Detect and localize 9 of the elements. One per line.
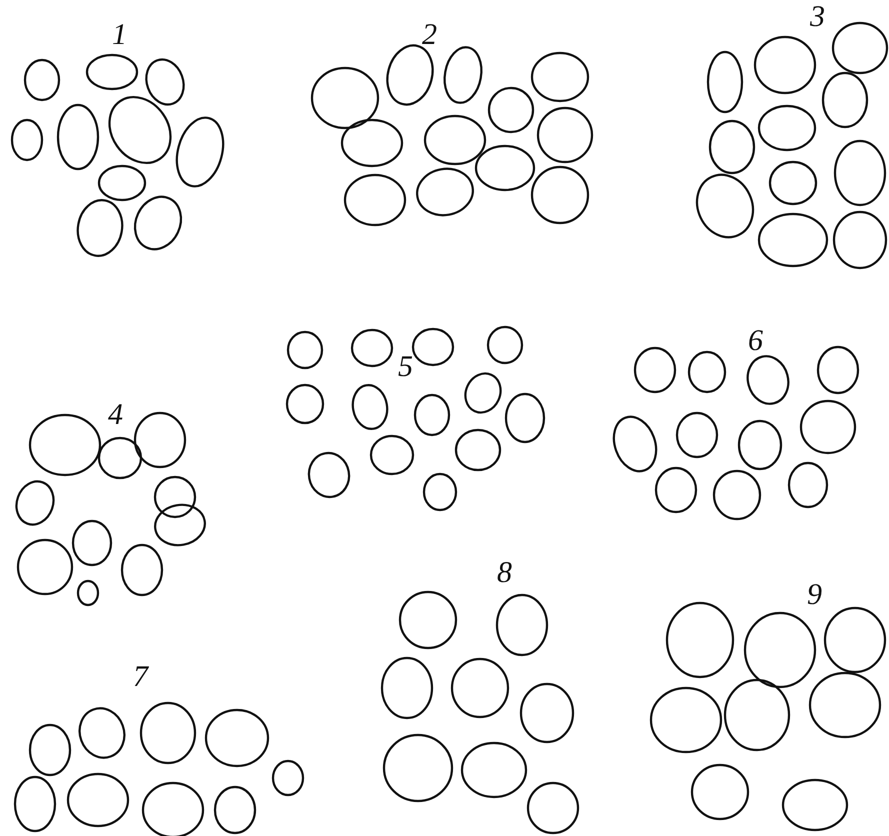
figure-number: 7 — [133, 662, 148, 692]
figure-number: 4 — [108, 400, 123, 430]
figure-number: 5 — [398, 352, 413, 382]
figure-number: 8 — [497, 558, 512, 588]
figure-number: 3 — [810, 2, 825, 32]
figure-number: 9 — [807, 580, 822, 610]
figure-number: 2 — [422, 20, 437, 50]
figure-number: 1 — [112, 20, 127, 50]
figure-number: 6 — [748, 326, 763, 356]
